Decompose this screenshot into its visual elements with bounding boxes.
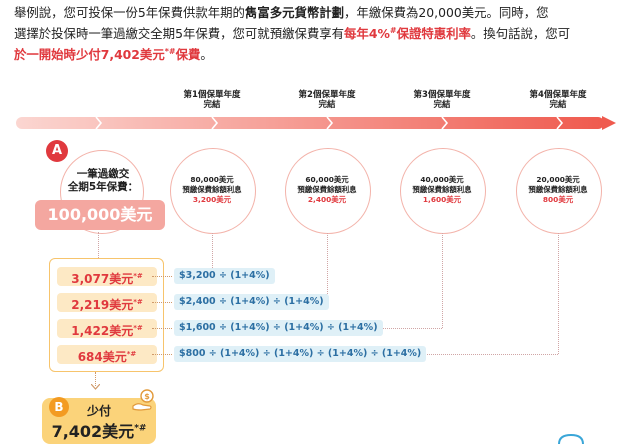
calc-formula-1: $3,200 ÷ (1+4%) [174, 268, 275, 284]
lump-sum-title: 一筆過繳交全期5年保費： [67, 168, 139, 193]
timeline-bar [16, 116, 616, 130]
year-3-circle [400, 148, 486, 234]
svg-text:$: $ [144, 392, 150, 401]
arrow-connector [152, 354, 172, 355]
down-arrow [95, 372, 96, 386]
year-label-2: 第2個保單年度完結 [298, 90, 356, 110]
savings-highlight: 保費 [175, 47, 201, 63]
connector-line [558, 233, 559, 354]
year-label-4: 第4個保單年度完結 [529, 90, 587, 110]
badge-b: B [49, 397, 69, 417]
discount-value-1: 3,077美元*# [57, 267, 157, 286]
connector-line [212, 233, 213, 268]
calc-formula-2: $2,400 ÷ (1+4%) ÷ (1+4%) [174, 294, 329, 310]
discount-value-4: 684美元*# [57, 345, 157, 364]
arrow-connector [152, 276, 172, 277]
discount-value-2: 2,219美元*# [57, 293, 157, 312]
intro-text: 舉例說，您可投保一份5年保費供款年期的 [14, 5, 245, 20]
footnote-mark: *# [164, 47, 176, 57]
pay-less-label: 少付 [86, 404, 111, 418]
connector-line [442, 233, 443, 328]
badge-a: A [46, 140, 68, 162]
year-label-3: 第3個保單年度完結 [413, 90, 471, 110]
speech-bubble-icon [558, 433, 584, 445]
discount-value-3: 1,422美元*# [57, 319, 157, 338]
rate-highlight: 保證特惠利率 [396, 26, 471, 42]
intro-text: 。 [200, 47, 213, 63]
pay-less-amount: 7,402美元*# [51, 422, 147, 441]
year-1-circle [170, 148, 256, 234]
year-4-circle [516, 148, 602, 234]
calc-formula-3: $1,600 ÷ (1+4%) ÷ (1+4%) ÷ (1+4%) [174, 320, 383, 336]
lump-sum-amount: 100,000美元 [35, 200, 165, 230]
connector-line [404, 354, 558, 355]
calc-formula-4: $800 ÷ (1+4%) ÷ (1+4%) ÷ (1+4%) ÷ (1+4%) [174, 346, 427, 362]
hand-coin-icon: $ [132, 389, 154, 411]
footnote-mark: # [389, 26, 397, 35]
connector-line [327, 233, 328, 294]
chevron-down-icon [91, 384, 100, 390]
arrow-connector [152, 328, 172, 329]
intro-text: ，年繳保費為20,000美元。同時，您 [344, 5, 549, 20]
connector-line [362, 328, 442, 329]
plan-name: 雋富多元貨幣計劃 [244, 5, 345, 20]
savings-highlight: 於一開始時少付7,402美元 [14, 47, 165, 63]
year-2-circle [285, 148, 371, 234]
year-label-1: 第1個保單年度完結 [183, 90, 241, 110]
intro-text: 選擇於投保時一筆過繳交全期5年保費，您可就預繳保費享有 [14, 26, 345, 42]
arrow-connector [152, 302, 172, 303]
intro-text: 。換句話說，您可 [470, 26, 571, 42]
rate-highlight: 每年4% [344, 26, 390, 42]
connector-line [98, 232, 99, 258]
intro-paragraph: 舉例說，您可投保一份5年保費供款年期的雋富多元貨幣計劃，年繳保費為20,000美… [14, 4, 614, 64]
